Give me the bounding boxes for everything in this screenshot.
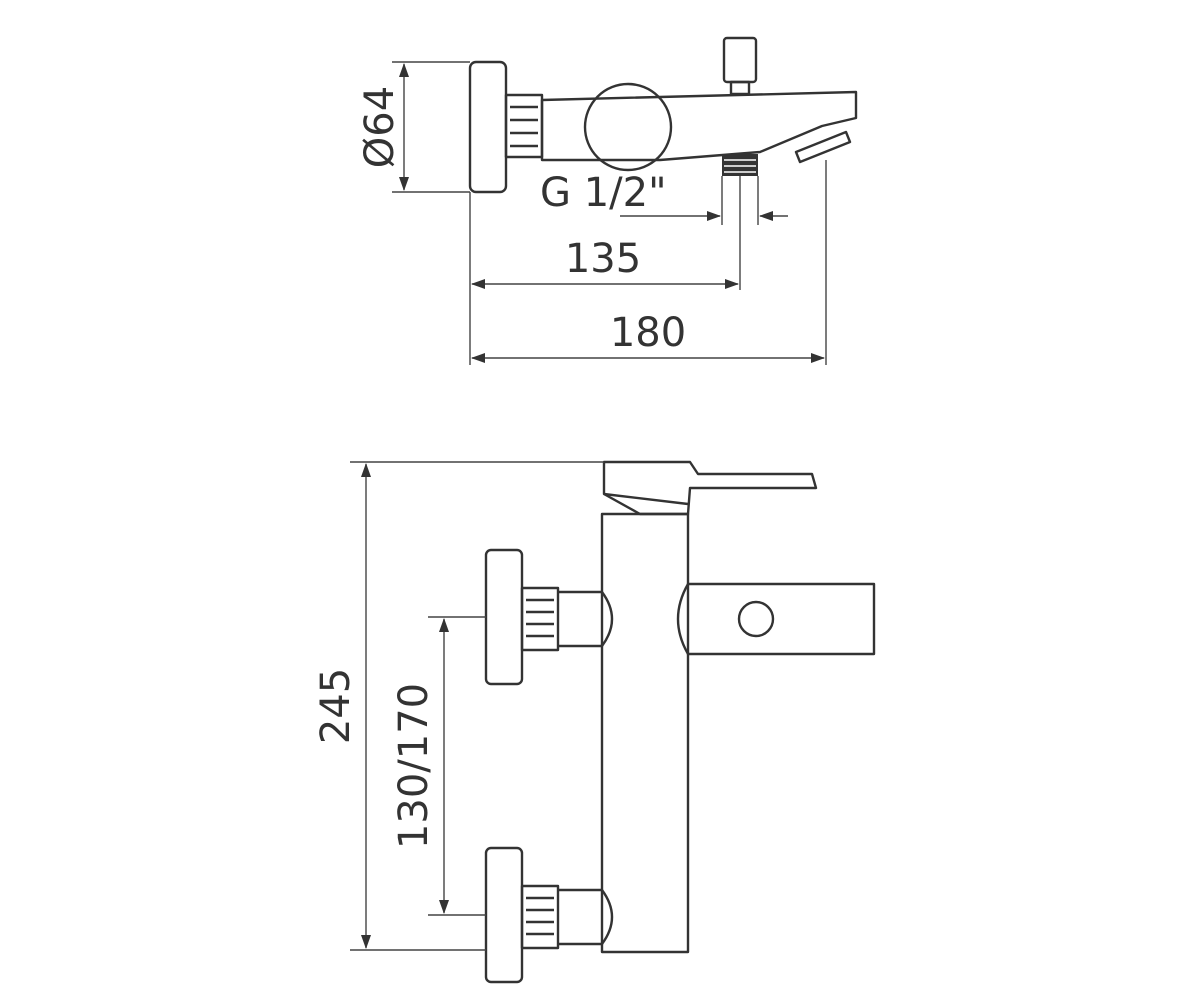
thread-label: G 1/2" (540, 170, 666, 216)
lower-connector-arm (558, 888, 614, 946)
spout-joint (676, 583, 690, 655)
spout-aerator (794, 130, 852, 164)
upper-nut-threads (526, 598, 554, 638)
handle-circle (583, 82, 673, 172)
lower-wall-flange (484, 846, 524, 984)
lever-handle (602, 460, 818, 516)
centers-label: 130/170 (391, 683, 437, 849)
diverter-hole (737, 600, 775, 638)
connector-nut (504, 93, 544, 159)
diverter-knob (722, 36, 758, 84)
wall-flange (468, 60, 508, 194)
mixer-body-vertical (600, 512, 690, 954)
top-view: Ø64 G 1/2" 135 180 (357, 36, 858, 365)
lever-base-line (603, 492, 689, 506)
upper-connector-nut (520, 586, 560, 652)
lower-connector-nut (520, 884, 560, 950)
height-label: 245 (313, 668, 359, 744)
upper-wall-flange (484, 548, 524, 686)
mixer-body (540, 90, 858, 162)
lower-nut-threads (526, 896, 554, 936)
front-view: 245 130/170 (313, 460, 876, 984)
diverter-stem (729, 80, 751, 96)
dimension-180-label: 180 (610, 310, 686, 356)
upper-connector-arm (558, 590, 614, 648)
nut-threads (510, 105, 538, 148)
outlet-threads (724, 159, 756, 173)
diameter-label: Ø64 (357, 86, 403, 168)
spout-arm (688, 582, 876, 656)
dimension-135-label: 135 (565, 236, 641, 282)
